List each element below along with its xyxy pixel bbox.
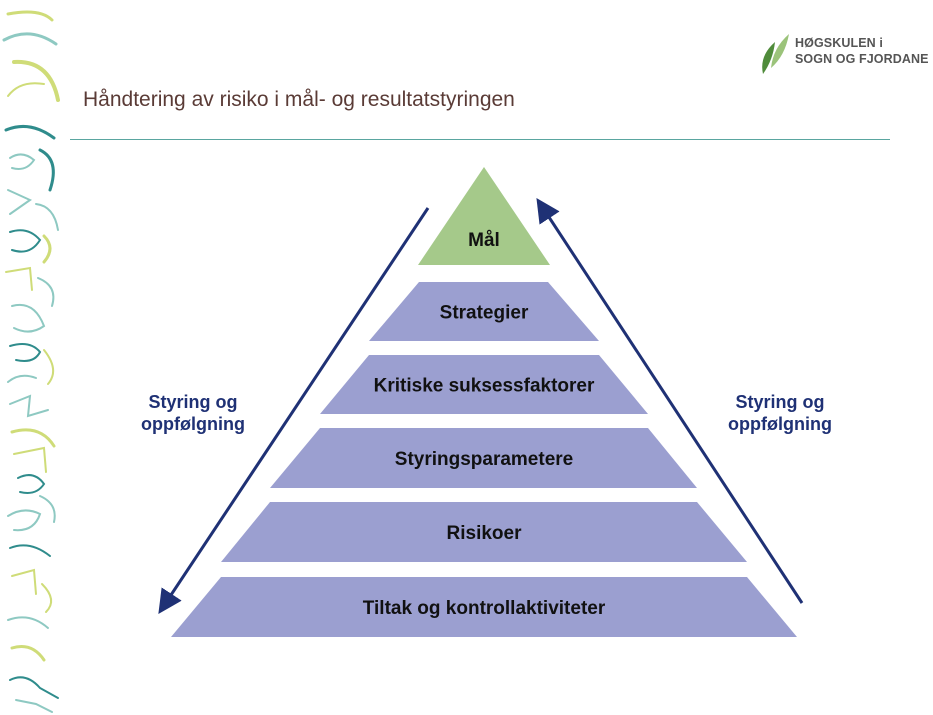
- pyramid-level-label: Strategier: [440, 303, 529, 324]
- pyramid-apex-label: Mål: [468, 230, 500, 251]
- pyramid-level-band: [369, 282, 599, 341]
- pyramid-level-label: Styringsparametere: [395, 449, 573, 470]
- pyramid-level-band: [320, 355, 648, 414]
- logo: HØGSKULEN i SOGN OG FJORDANE: [757, 30, 933, 80]
- right-label-line2: oppfølgning: [728, 414, 832, 434]
- right-label-line1: Styring og: [735, 392, 825, 412]
- pyramid-level-label: Risikoer: [447, 523, 523, 544]
- pyramid-apex: [418, 167, 550, 265]
- arrow-up-right: [536, 197, 804, 604]
- arrow-down-left: [158, 207, 430, 614]
- pyramid-level-label: Tiltak og kontrollaktiviteter: [363, 598, 606, 619]
- left-label-line2: oppfølgning: [141, 414, 245, 434]
- leaf-logo-icon: [762, 34, 789, 74]
- pyramid-level-band: [270, 428, 697, 488]
- logo-text-line1: HØGSKULEN i: [795, 36, 883, 50]
- left-label-line1: Styring og: [148, 392, 238, 412]
- logo-text-line2: SOGN OG FJORDANE: [795, 52, 929, 66]
- title-divider: [70, 139, 890, 140]
- pyramid-level-band: [221, 502, 747, 562]
- page-title: Håndtering av risiko i mål- og resultats…: [83, 88, 515, 111]
- decorative-stroke-pattern: [2, 10, 60, 713]
- pyramid-level-label: Kritiske suksessfaktorer: [374, 376, 595, 397]
- pyramid-level-band: [171, 577, 797, 637]
- left-side-label: Styring og oppfølgning: [103, 391, 283, 435]
- right-side-label: Styring og oppfølgning: [690, 391, 870, 435]
